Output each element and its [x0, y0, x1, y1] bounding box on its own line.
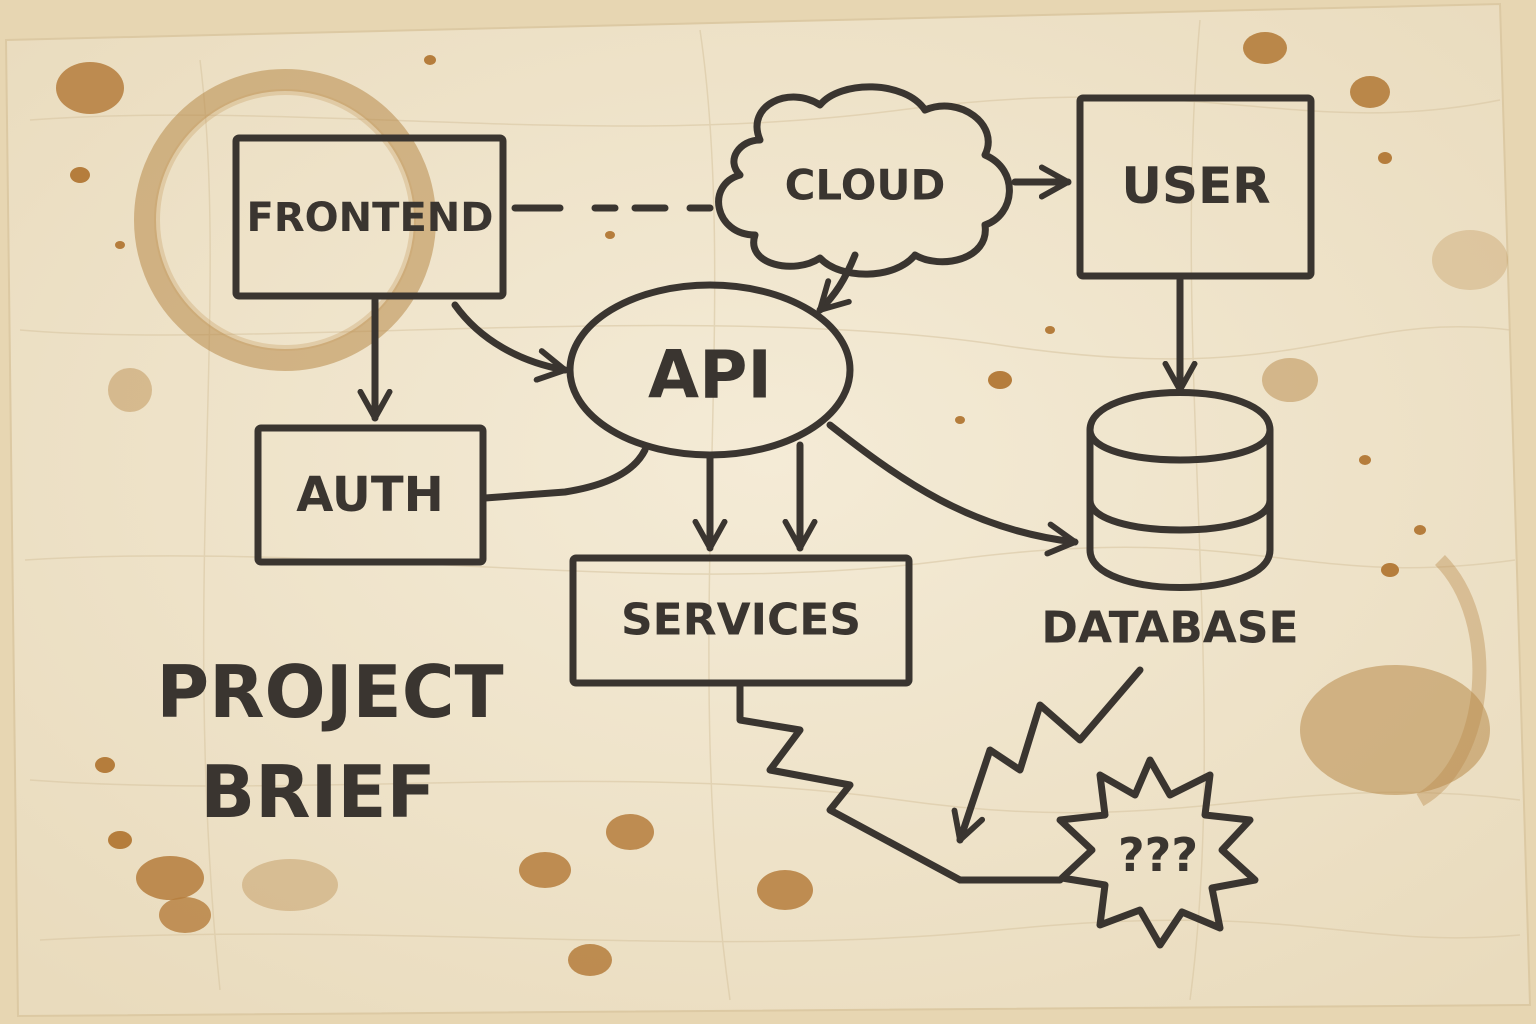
- node-api: API: [566, 281, 854, 459]
- coffee-stains: [108, 69, 1508, 911]
- node-services: SERVICES: [569, 554, 913, 687]
- node-cloud-label: CLOUD: [785, 161, 946, 210]
- node-services-label: SERVICES: [621, 595, 861, 646]
- node-user: USER: [1076, 94, 1315, 280]
- crumbs: [56, 32, 1426, 976]
- connectors: [357, 164, 1198, 884]
- node-user-label: USER: [1121, 157, 1270, 215]
- title-line-2: BRIEF: [200, 750, 435, 834]
- edge-api-database: [826, 421, 1079, 557]
- database-cylinder-icon: [1086, 389, 1274, 591]
- node-frontend: FRONTEND: [232, 134, 507, 300]
- node-database-label: DATABASE: [1041, 603, 1298, 654]
- node-unknown-label: ???: [1118, 828, 1198, 882]
- edge-cloud-api: [816, 251, 859, 314]
- edge-services-unknown: [736, 681, 1064, 884]
- paper-crinkles: [19, 19, 1521, 1001]
- node-auth: AUTH: [254, 424, 487, 566]
- node-database: DATABASE: [1041, 389, 1299, 654]
- node-cloud: CLOUD: [715, 83, 1013, 278]
- edge-frontend-api: [451, 301, 569, 383]
- node-unknown: ???: [1056, 756, 1259, 949]
- edge-database-unknown: [951, 666, 1144, 844]
- starburst-icon: [1056, 756, 1259, 949]
- title-line-1: PROJECT: [156, 650, 503, 734]
- node-api-label: API: [648, 337, 772, 414]
- node-frontend-label: FRONTEND: [247, 195, 494, 241]
- edge-auth-api: [481, 446, 649, 502]
- project-title: PROJECT BRIEF: [156, 650, 503, 834]
- node-auth-label: AUTH: [296, 467, 444, 523]
